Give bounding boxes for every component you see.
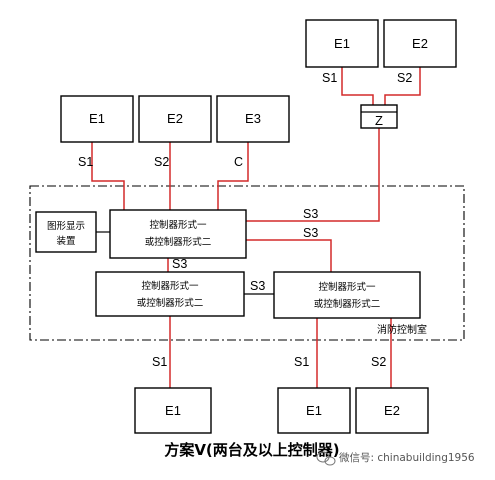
signal-label-tl-s1: S1	[78, 155, 93, 169]
signal-label-s3-upper: S3	[303, 207, 318, 221]
fire-control-room-boundary	[29, 185, 465, 341]
signal-label-s3-vertical: S3	[172, 257, 187, 271]
graphic-display-line2: 装置	[56, 235, 75, 247]
controller-2-box	[95, 271, 245, 317]
device-box-bot-e2	[355, 387, 429, 434]
controller-3-box	[273, 271, 421, 319]
diagram-caption: 方案Ⅴ(两台及以上控制器)	[164, 441, 339, 459]
signal-label-s3-middle: S3	[250, 279, 265, 293]
device-box-tr-e1	[305, 19, 379, 68]
device-label-bot-e2: E2	[384, 403, 400, 418]
wechat-icon	[316, 451, 336, 466]
device-label-tr-e1: E1	[334, 36, 350, 51]
z-module-label: Z	[375, 113, 383, 128]
controller-1-line1: 控制器形式一	[149, 219, 207, 231]
fire-control-room-label: 消防控制室	[377, 323, 427, 336]
device-box-bot-e1-a	[134, 387, 212, 434]
device-box-tl-e3	[216, 95, 290, 143]
wire-tl-e1	[91, 142, 125, 210]
signal-label-bot-s1-a: S1	[152, 355, 167, 369]
device-box-tr-e2	[383, 19, 457, 68]
device-label-bot-e1-b: E1	[306, 403, 322, 418]
controller-1-line2: 或控制器形式二	[145, 236, 212, 248]
controller-3-line1: 控制器形式一	[318, 281, 376, 293]
watermark-text: 微信号: chinabuilding1956	[339, 451, 475, 464]
signal-label-s3-lower: S3	[303, 226, 318, 240]
signal-label-bot-s1-b: S1	[294, 355, 309, 369]
wire-tr-e2-z	[384, 67, 421, 112]
wire-tr-e1-z	[341, 67, 374, 112]
signal-label-tr-s2: S2	[397, 71, 412, 85]
device-label-tl-e3: E3	[245, 111, 261, 126]
signal-label-bot-s2: S2	[371, 355, 386, 369]
wire-z-controller-1	[246, 128, 380, 222]
graphic-display-line1: 图形显示	[47, 220, 85, 232]
z-module-box	[360, 104, 398, 129]
device-label-tl-e1: E1	[89, 111, 105, 126]
device-label-tl-e2: E2	[167, 111, 183, 126]
signal-label-tl-c: C	[234, 155, 243, 169]
device-box-tl-e1	[60, 95, 134, 143]
signal-label-tr-s1: S1	[322, 71, 337, 85]
controller-3-line2: 或控制器形式二	[314, 298, 381, 310]
graphic-display-box	[35, 211, 97, 253]
device-label-bot-e1-a: E1	[165, 403, 181, 418]
device-label-tr-e2: E2	[412, 36, 428, 51]
signal-label-tl-s2: S2	[154, 155, 169, 169]
wire-tl-e3	[217, 142, 249, 210]
controller-2-line1: 控制器形式一	[141, 280, 199, 292]
wire-controller-1-3	[246, 239, 332, 272]
controller-2-line2: 或控制器形式二	[137, 297, 204, 309]
controller-1-box	[109, 209, 247, 259]
device-box-bot-e1-b	[277, 387, 351, 434]
device-box-tl-e2	[138, 95, 212, 143]
